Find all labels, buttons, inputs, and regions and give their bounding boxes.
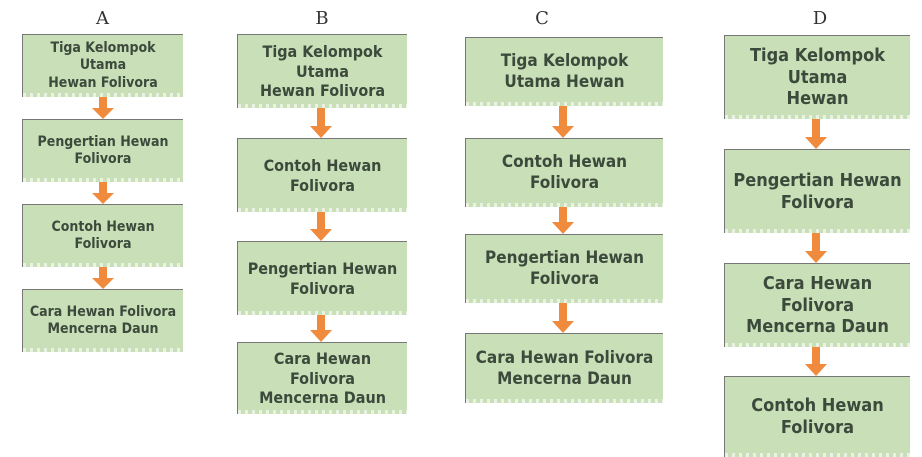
option-b-arrow-1 [310, 108, 332, 138]
option-d-label: D [812, 8, 828, 29]
option-d-step-3: Cara Hewan Folivora Mencerna Daun [724, 263, 910, 347]
option-b-step-3: Pengertian Hewan Folivora [237, 241, 407, 315]
option-a-step-4: Cara Hewan Folivora Mencerna Daun [22, 289, 183, 352]
down-arrow-icon [552, 207, 574, 234]
option-a-step-2: Pengertian Hewan Folivora [22, 119, 183, 182]
option-b-step-4: Cara Hewan Folivora Mencerna Daun [237, 342, 407, 414]
option-b-label: B [315, 8, 329, 29]
option-a-arrow-2 [92, 182, 114, 204]
option-a-step-3: Contoh Hewan Folivora [22, 204, 183, 267]
down-arrow-icon [805, 347, 827, 376]
option-a-arrow-3 [92, 267, 114, 289]
arrow-shape [552, 303, 574, 333]
option-d-arrow-3 [805, 347, 827, 376]
arrow-shape [552, 106, 574, 138]
down-arrow-icon [92, 97, 114, 119]
arrow-shape [552, 207, 574, 234]
down-arrow-icon [552, 303, 574, 333]
arrow-shape [92, 182, 114, 204]
arrow-shape [310, 212, 332, 241]
option-c-arrow-3 [552, 303, 574, 333]
option-a-arrow-1 [92, 97, 114, 119]
option-c-step-1: Tiga Kelompok Utama Hewan [465, 37, 663, 106]
option-c-step-4: Cara Hewan Folivora Mencerna Daun [465, 333, 663, 403]
option-c-arrow-2 [552, 207, 574, 234]
down-arrow-icon [805, 119, 827, 149]
option-d-step-1: Tiga Kelompok Utama Hewan [724, 35, 910, 119]
option-a-label: A [96, 8, 109, 29]
option-d-step-2: Pengertian Hewan Folivora [724, 149, 910, 233]
arrow-shape [310, 315, 332, 342]
arrow-shape [805, 347, 827, 376]
option-c-step-3: Pengertian Hewan Folivora [465, 234, 663, 303]
option-a-step-1: Tiga Kelompok Utama Hewan Folivora [22, 34, 183, 97]
down-arrow-icon [310, 108, 332, 138]
option-b-arrow-3 [310, 315, 332, 342]
option-c-label: C [535, 8, 549, 29]
option-b-arrow-2 [310, 212, 332, 241]
arrow-shape [805, 233, 827, 263]
option-c-arrow-1 [552, 106, 574, 138]
option-c-column: C Tiga Kelompok Utama Hewan Contoh Hewan… [465, 0, 663, 457]
option-d-column: D Tiga Kelompok Utama Hewan Pengertian H… [724, 0, 910, 457]
arrow-shape [92, 267, 114, 289]
arrow-shape [92, 97, 114, 119]
down-arrow-icon [310, 212, 332, 241]
down-arrow-icon [552, 106, 574, 138]
option-b-step-2: Contoh Hewan Folivora [237, 138, 407, 212]
down-arrow-icon [805, 233, 827, 263]
option-d-arrow-1 [805, 119, 827, 149]
arrow-shape [310, 108, 332, 138]
down-arrow-icon [310, 315, 332, 342]
down-arrow-icon [92, 267, 114, 289]
option-d-arrow-2 [805, 233, 827, 263]
option-b-column: B Tiga Kelompok Utama Hewan Folivora Con… [237, 0, 407, 457]
option-d-step-4: Contoh Hewan Folivora [724, 376, 910, 457]
option-a-column: A Tiga Kelompok Utama Hewan Folivora Pen… [22, 0, 183, 457]
down-arrow-icon [92, 182, 114, 204]
option-b-step-1: Tiga Kelompok Utama Hewan Folivora [237, 34, 407, 108]
arrow-shape [805, 119, 827, 149]
option-c-step-2: Contoh Hewan Folivora [465, 138, 663, 207]
